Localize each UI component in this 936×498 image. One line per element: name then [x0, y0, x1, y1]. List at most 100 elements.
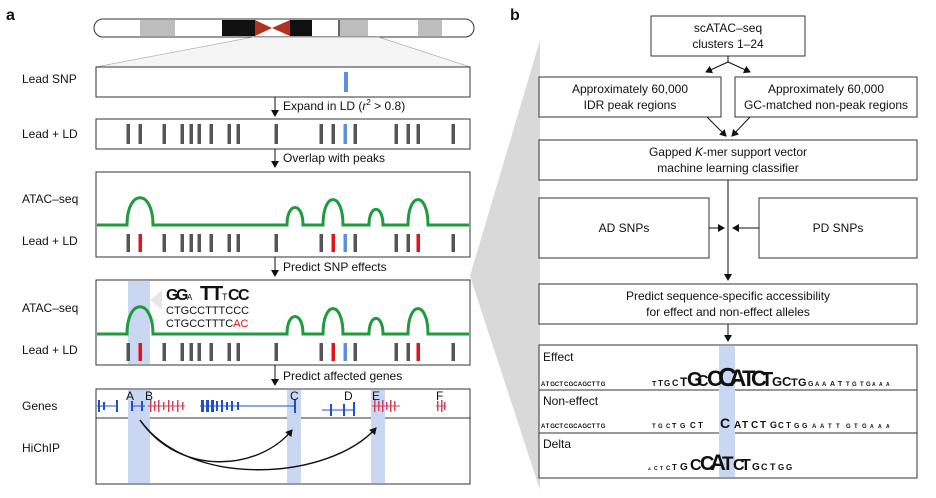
label-hichip: HiChIP [22, 441, 60, 455]
ld-snps-1 [126, 124, 455, 144]
logo-letter: G [601, 424, 606, 430]
ld-snp-tick [138, 343, 142, 361]
logo-letter: G [601, 382, 606, 388]
highlight-snp-column [128, 281, 150, 364]
step-overlap: Overlap with peaks [283, 151, 385, 165]
logo-letter: A [578, 424, 583, 430]
logo-letter: T [722, 454, 734, 475]
genes-hichip-panel [95, 388, 471, 485]
hichip-loop-a-to-e [139, 419, 377, 471]
logo-letter: G [550, 424, 555, 430]
arrow-to-gc [727, 61, 751, 74]
logo-letter: C [690, 421, 696, 430]
ld-snp-tick [343, 343, 347, 361]
ld-snp-tick [416, 234, 420, 252]
logo-letter: G [772, 374, 782, 389]
logo-letter: A [830, 381, 835, 388]
logo-letter: G [794, 423, 800, 430]
label-lead-snp: Lead SNP [22, 72, 77, 86]
gene-track [97, 399, 446, 416]
logo-letter: T [658, 379, 663, 388]
svg-text:T: T [211, 283, 223, 305]
logo-letter: A [822, 382, 827, 388]
lead-snp-marker [344, 72, 348, 92]
logo-letter: G [569, 382, 574, 388]
logo-letter: T [652, 424, 656, 430]
track-delta-label: Delta [543, 437, 571, 451]
box-predict-line2: for effect and non-effect alleles [646, 305, 810, 319]
ld-snp-tick [319, 234, 323, 252]
logo-letter: A [541, 382, 546, 388]
lead-snp-track [95, 66, 471, 98]
logo-letter: G [680, 462, 688, 473]
ld-snp-tick [451, 234, 455, 252]
logo-letter: G [550, 382, 555, 388]
gene-label-f: F [436, 389, 443, 403]
logo-letter: T [860, 382, 864, 388]
ld-snp-tick [274, 124, 278, 144]
ld-snp-tick [331, 234, 335, 252]
ld-snp-tick [197, 343, 201, 361]
logo-letter: A [879, 382, 883, 388]
ld-snp-tick [353, 234, 357, 252]
logo-letter: A [886, 424, 890, 430]
box-classifier-line2: machine learning classifier [657, 161, 798, 175]
logo-letter: A [729, 365, 746, 392]
logo-letter: T [592, 424, 596, 430]
logo-letter: T [672, 463, 677, 472]
ld-snp-tick [343, 124, 347, 144]
logo-letter: C [573, 382, 578, 388]
box-predict-line1: Predict sequence-specific accessibility [626, 289, 830, 303]
ld-snp-tick [189, 234, 193, 252]
ld-snp-tick [406, 343, 410, 361]
logo-letter: A [815, 382, 820, 388]
ld-snp-tick [162, 343, 166, 361]
logo-letter: G [569, 424, 574, 430]
ld-snp-tick [227, 234, 231, 252]
logo-letter: C [697, 373, 709, 390]
logo-letter: T [846, 382, 850, 388]
gene-label-d: D [344, 389, 353, 403]
logo-letter: T [742, 366, 756, 391]
logo-letter: C [733, 457, 745, 474]
logo-letter: T [596, 382, 600, 388]
logo-letter: A [734, 420, 741, 431]
label-lead-ld-3: Lead + LD [22, 343, 78, 357]
ld-snp-tick [138, 234, 142, 252]
logo-letter: T [652, 381, 657, 388]
logo-letter: G [687, 369, 703, 391]
ld-snp-tick [319, 124, 323, 144]
logo-letter: C [555, 382, 560, 388]
logo-letter: C [555, 424, 560, 430]
logo-letter: G [798, 377, 807, 389]
arrow-gc-to-classifier [731, 116, 751, 137]
ld-snp-tick [406, 124, 410, 144]
logo-letter: T [596, 424, 600, 430]
logo-letter: A [878, 424, 882, 430]
box-scatac-line2: clusters 1–24 [692, 37, 764, 51]
logo-letter: T [741, 457, 751, 474]
step-expand: Expand in LD (r2 > 0.8) [283, 98, 405, 113]
ld-snp-tick [162, 234, 166, 252]
logo-letter: T [559, 424, 563, 430]
ld-snp-tick [227, 343, 231, 361]
logo-letter: C [782, 374, 792, 389]
ld-snp-tick [406, 234, 410, 252]
svg-text:G: G [176, 287, 188, 304]
svg-text:G: G [166, 287, 178, 304]
logo-letter: C [587, 424, 592, 430]
highlight-variant-column [719, 346, 735, 477]
ld-snp-tick [353, 124, 357, 144]
atac-signal-2 [97, 305, 469, 336]
logo-letter: T [854, 424, 858, 430]
box-classifier-line1: Gapped K-mer support vector [649, 145, 807, 159]
svg-text:T: T [222, 292, 228, 302]
label-genes: Genes [22, 399, 57, 413]
logo-letter: C [690, 457, 702, 474]
ld-snp-tick [236, 234, 240, 252]
ld-snp-tick [236, 124, 240, 144]
logo-letter: C [751, 366, 767, 391]
